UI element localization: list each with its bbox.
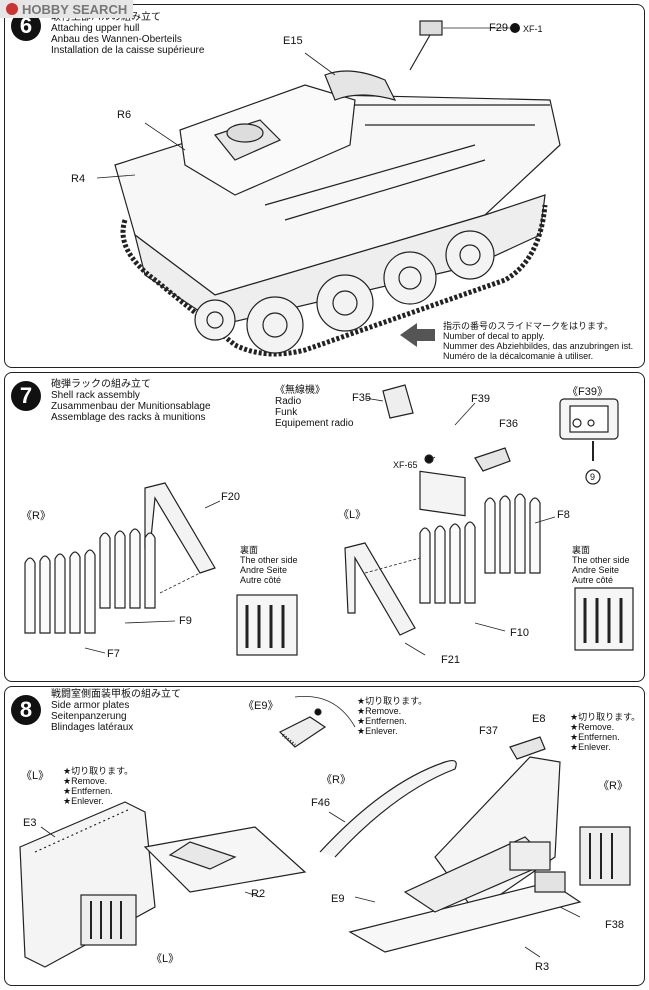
step-8-number: 8 (11, 695, 41, 725)
step-6-panel: 6 取付上部ハルの組み立て Attaching upper hull Anbau… (4, 4, 645, 368)
remove-fr: ★Enlever. (63, 796, 104, 806)
other-side-fr: Autre côté (572, 575, 614, 585)
label-f35: F35 (352, 392, 371, 404)
step-7-title-de: Zusammenbau der Munitionsablage (51, 401, 211, 412)
step-8-panel: 8 戦闘室側面装甲板の組み立て Side armor plates Seiten… (4, 686, 645, 986)
label-f36: F36 (499, 418, 518, 430)
label-f29: F29 (489, 22, 508, 34)
label-f8: F8 (557, 509, 570, 521)
step-6-title-fr: Installation de la caisse supérieure (51, 45, 205, 56)
other-side-jp: 裏面 (240, 545, 259, 555)
label-l-mark: 《L》 (21, 770, 50, 782)
other-side-caption-r: 裏面 The other side Andre Seite Autre côté (240, 545, 298, 585)
label-r-mark: 《R》 (21, 510, 51, 522)
step-8-title-fr: Blindages latéraux (51, 722, 134, 733)
label-f37: F37 (479, 725, 498, 737)
label-r-mark-2: 《R》 (598, 780, 628, 792)
label-l-mark-2: 《L》 (151, 953, 180, 965)
label-f46: F46 (311, 797, 330, 809)
step-8-title-en: Side armor plates (51, 700, 130, 711)
decal-note-de: Nummer des Abziehbildes, das anzubringen… (443, 341, 634, 351)
watermark: HOBBY SEARCH (0, 0, 134, 18)
other-side-jp: 裏面 (572, 545, 591, 555)
label-f39-ref: 《F39》 (567, 386, 608, 398)
paint-dot-xf1 (510, 23, 520, 33)
remove-note-left: ★切り取ります。 ★Remove. ★Entfernen. ★Enlever. (63, 766, 133, 806)
radio-caption-jp: 《無線機》 (275, 385, 325, 396)
step-7-number: 7 (11, 381, 41, 411)
tank-hull-drawing (96, 20, 561, 357)
step-7-title-en: Shell rack assembly (51, 390, 140, 401)
other-side-en: The other side (240, 555, 298, 565)
decal-note-jp: 指示の番号のスライドマークをはります。 (443, 321, 614, 331)
label-e9-ref: 《E9》 (243, 700, 279, 712)
step-7-panel: 7 砲弾ラックの組み立て Shell rack assembly Zusamme… (4, 372, 645, 682)
other-side-en: The other side (572, 555, 630, 565)
radio-caption: 《無線機》 Radio Funk Equipement radio (275, 385, 353, 429)
remove-jp: ★切り取ります。 (357, 696, 428, 706)
remove-note-right: ★切り取ります。 ★Remove. ★Entfernen. ★Enlever. (570, 712, 640, 752)
radio-caption-de: Funk (275, 407, 298, 418)
decal-note: 指示の番号のスライドマークをはります。 Number of decal to a… (443, 321, 633, 361)
radio-caption-en: Radio (275, 396, 302, 407)
label-r2: R2 (251, 888, 266, 900)
label-e3: E3 (23, 817, 37, 829)
label-xf65: XF-65 (393, 460, 418, 470)
step-8-title-de: Seitenpanzerung (51, 711, 127, 722)
remove-en: ★Remove. (63, 776, 108, 786)
remove-de: ★Entfernen. (570, 732, 620, 742)
decal-note-en: Number of decal to apply. (443, 331, 545, 341)
side-armor-drawing (19, 695, 631, 968)
label-e9: E9 (331, 893, 345, 905)
label-f39: F39 (471, 393, 490, 405)
remove-en: ★Remove. (357, 706, 402, 716)
remove-fr: ★Enlever. (357, 726, 398, 736)
label-e15: E15 (283, 35, 303, 47)
watermark-text: HOBBY SEARCH (22, 1, 128, 17)
step-7-title: 砲弾ラックの組み立て Shell rack assembly Zusammenb… (51, 379, 211, 423)
label-r3: R3 (535, 961, 550, 973)
other-side-fr: Autre côté (240, 575, 282, 585)
other-side-de: Andre Seite (240, 565, 288, 575)
label-e8: E8 (532, 713, 546, 725)
step-6-title-en: Attaching upper hull (51, 23, 140, 34)
label-f20: F20 (221, 491, 240, 503)
remove-en: ★Remove. (570, 722, 615, 732)
label-f10: F10 (510, 627, 529, 639)
other-side-de: Andre Seite (572, 565, 620, 575)
remove-note-top: ★切り取ります。 ★Remove. ★Entfernen. ★Enlever. (357, 696, 427, 736)
decal-note-fr: Numéro de la décalcomanie à utiliser. (443, 351, 594, 361)
label-r6: R6 (117, 109, 132, 121)
remove-jp: ★切り取ります。 (63, 766, 134, 776)
watermark-logo-icon (6, 3, 18, 15)
step-6-title-de: Anbau des Wannen-Oberteils (51, 34, 182, 45)
remove-fr: ★Enlever. (570, 742, 611, 752)
radio-caption-fr: Equipement radio (275, 418, 354, 429)
label-f38: F38 (605, 919, 624, 931)
label-r-mark: 《R》 (321, 774, 351, 786)
step-8-title: 戦闘室側面装甲板の組み立て Side armor plates Seitenpa… (51, 689, 181, 733)
step-7-title-jp: 砲弾ラックの組み立て (51, 379, 151, 390)
label-xf1: XF-1 (523, 24, 543, 34)
step-7-title-fr: Assemblage des racks à munitions (51, 412, 206, 423)
decal-arrow-icon (400, 323, 435, 347)
label-l-mark: 《L》 (338, 509, 367, 521)
label-r4: R4 (71, 173, 86, 185)
shell-rack-drawing (24, 384, 634, 656)
step-8-title-jp: 戦闘室側面装甲板の組み立て (51, 689, 181, 700)
label-f21: F21 (441, 654, 460, 666)
label-f7: F7 (107, 648, 120, 660)
other-side-caption-l: 裏面 The other side Andre Seite Autre côté (572, 545, 630, 585)
remove-de: ★Entfernen. (63, 786, 113, 796)
remove-jp: ★切り取ります。 (570, 712, 641, 722)
decal-9-number: 9 (590, 472, 596, 482)
label-f9: F9 (179, 615, 192, 627)
remove-de: ★Entfernen. (357, 716, 407, 726)
